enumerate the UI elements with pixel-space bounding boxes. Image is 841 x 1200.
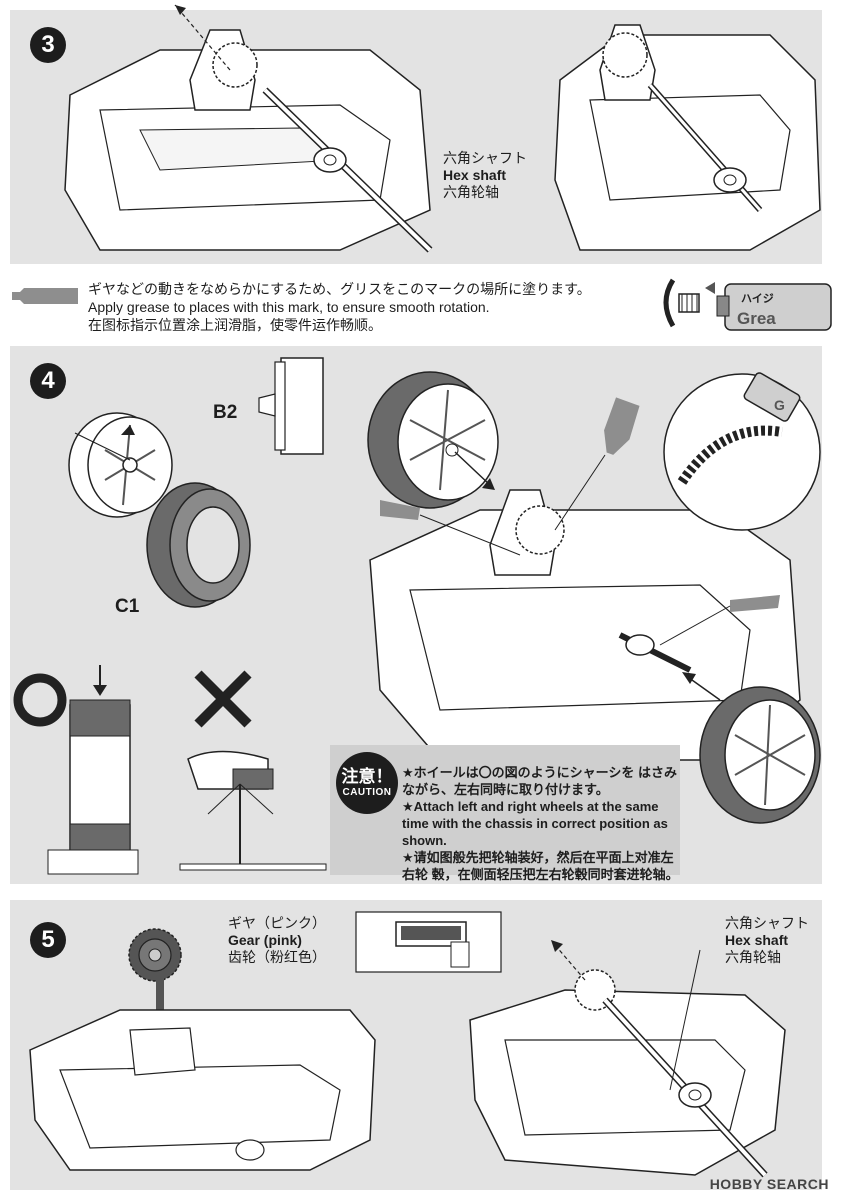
caution-text-ja: ★ホイールは〇の図のようにシャーシを はさみながら、左右同時に取り付けます。 [402, 765, 678, 797]
shaft-label-en: Hex shaft [443, 167, 507, 183]
caution-badge: 注意！ CAUTION [336, 752, 398, 814]
grease-note-zh: 在图标指示位置涂上润滑脂，使零件运作畅顺。 [88, 317, 382, 333]
grease-tube-mark: G [774, 397, 785, 413]
gear-label-en: Gear (pink) [228, 932, 302, 948]
step-3-badge: 3 [30, 27, 66, 63]
gear-label-zh: 齿轮（粉红色） [228, 949, 326, 965]
caution-text-en: ★Attach left and right wheels at the sam… [402, 799, 668, 848]
step-5-shaft-label: 六角シャフト Hex shaft 六角轮轴 [725, 915, 809, 966]
wrong-method-illustration [179, 670, 327, 871]
caution-ja: 注意！ [341, 767, 393, 786]
step-3-left-illustration [64, 4, 433, 253]
part-c1-label: C1 [115, 596, 140, 617]
caution-text-zh: ★请如图般先把轮轴装好，然后在平面上对准左右轮 毂，在侧面轻压把左右轮毂同时套进… [402, 850, 679, 882]
shaft5-label-zh: 六角轮轴 [725, 949, 781, 965]
wheel-b2-illustration [68, 412, 251, 608]
step-3-shaft-label: 六角シャフト Hex shaft 六角轮轴 [443, 150, 527, 201]
step-4-chassis-illustration [367, 371, 821, 824]
shaft-label-zh: 六角轮轴 [443, 184, 499, 200]
caution-text: ★ホイールは〇の図のようにシャーシを はさみながら、左右同時に取り付けます。 ★… [402, 764, 680, 883]
step-5-left-illustration [29, 978, 376, 1171]
tube-label-en: Grea [737, 309, 776, 328]
gear-inset-illustration [355, 911, 502, 973]
gear-label-ja: ギヤ（ピンク） [228, 915, 326, 931]
tube-label-ja: ハイジ [741, 292, 774, 305]
step-5-gear-label: ギヤ（ピンク） Gear (pink) 齿轮（粉红色） [228, 915, 326, 966]
gear-pink-icon [128, 928, 182, 982]
shaft5-label-en: Hex shaft [725, 932, 789, 948]
grease-gear-inset: G [663, 372, 821, 531]
step-4-badge: 4 [30, 363, 66, 399]
grease-note: ギヤなどの動きをなめらかにするため、グリスをこのマークの場所に塗ります。 App… [88, 280, 591, 334]
shaft-label-ja: 六角シャフト [443, 150, 527, 166]
wheel-side-illustration [258, 357, 324, 455]
part-b2-label: B2 [213, 402, 238, 423]
correct-method-illustration [13, 665, 139, 875]
grease-note-en: Apply grease to places with this mark, t… [88, 299, 490, 315]
shaft5-label-ja: 六角シャフト [725, 915, 809, 931]
step-5-right-illustration [469, 940, 786, 1178]
watermark: HOBBY SEARCH [709, 1176, 829, 1192]
grease-mark-icon [12, 288, 78, 304]
grease-note-ja: ギヤなどの動きをなめらかにするため、グリスをこのマークの場所に塗ります。 [88, 281, 591, 297]
grease-tube-illustration: ハイジ Grea [663, 278, 832, 331]
caution-en: CAUTION [342, 787, 392, 798]
step-3-right-illustration [554, 24, 821, 251]
step-5-badge: 5 [30, 922, 66, 958]
